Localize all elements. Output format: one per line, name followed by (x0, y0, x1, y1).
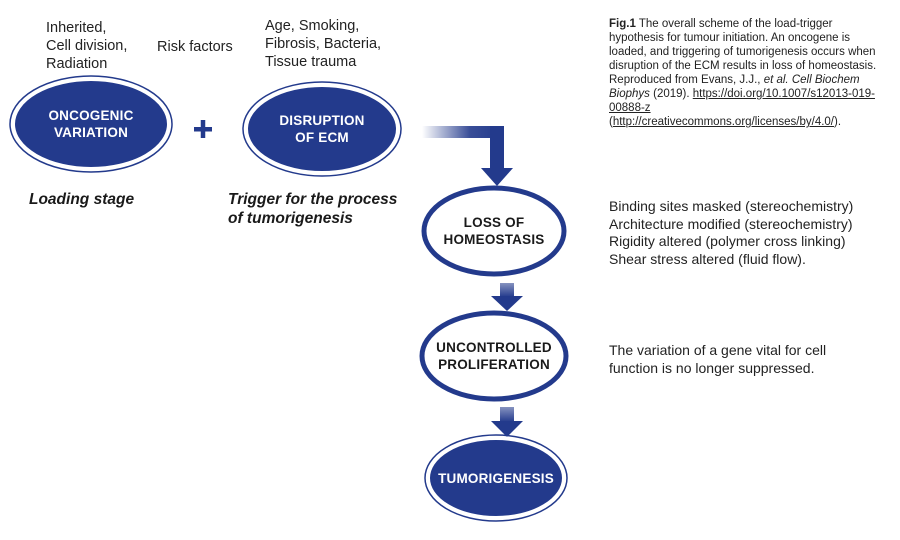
loading-stage-text: Loading stage (29, 191, 135, 208)
caption-text: The overall scheme of the load-trigger h… (609, 18, 877, 86)
disruption-ecm-node (244, 83, 400, 175)
caption-paren-open: ( (609, 116, 613, 128)
down-arrow-1 (491, 283, 523, 311)
figure-label: Fig.1 (609, 18, 636, 30)
caption-year: (2019). (649, 88, 693, 100)
risk-factors-text: Risk factors (157, 39, 233, 55)
caption-journal: Cell Biochem Biophys (609, 74, 860, 100)
disruption-ecm-label: DISRUPTION OF ECM (279, 113, 365, 145)
doi-link[interactable]: https://doi.org/10.1007/s12013-019-00888… (609, 88, 875, 114)
tumorigenesis-label: TUMORIGENESIS (438, 470, 554, 486)
trigger-stage-text: Trigger for the process of tumorigenesis (228, 191, 398, 227)
homeostasis-note: Shear stress altered (fluid flow). (609, 250, 806, 267)
homeostasis-note: Binding sites masked (stereochemistry) (609, 198, 854, 214)
caption-et-al: et al. (763, 74, 789, 86)
elbow-arrow (422, 126, 513, 186)
tumorigenesis-node (426, 436, 566, 520)
trigger-causes-text: Age, Smoking, Fibrosis, Bacteria, Tissue… (265, 18, 382, 70)
uncontrolled-proliferation-node (419, 310, 569, 402)
oncogenic-variation-node (11, 77, 171, 171)
proliferation-note-text: The variation of a gene vital for cell f… (609, 342, 827, 376)
homeostasis-notes-list: Binding sites masked (stereochemistry) A… (609, 198, 889, 268)
uncontrolled-proliferation-label: UNCONTROLLED PROLIFERATION (436, 340, 552, 372)
license-link[interactable]: http://creativecommons.org/licenses/by/4… (612, 116, 834, 128)
loading-causes-text: Inherited, Cell division, Radiation (46, 20, 128, 72)
plus-icon (194, 120, 212, 138)
homeostasis-note: Architecture modified (stereochemistry) (609, 215, 853, 232)
loss-homeostasis-label: LOSS OF HOMEOSTASIS (443, 215, 545, 247)
homeostasis-note: Rigidity altered (polymer cross linking) (609, 233, 846, 249)
oncogenic-variation-label: ONCOGENIC VARIATION (48, 108, 134, 140)
down-arrow-2 (491, 407, 523, 437)
loss-homeostasis-node (421, 185, 567, 277)
caption-paren-close: ). (834, 116, 842, 128)
figure-caption: Fig.1 The overall scheme of the load-tri… (609, 17, 884, 129)
